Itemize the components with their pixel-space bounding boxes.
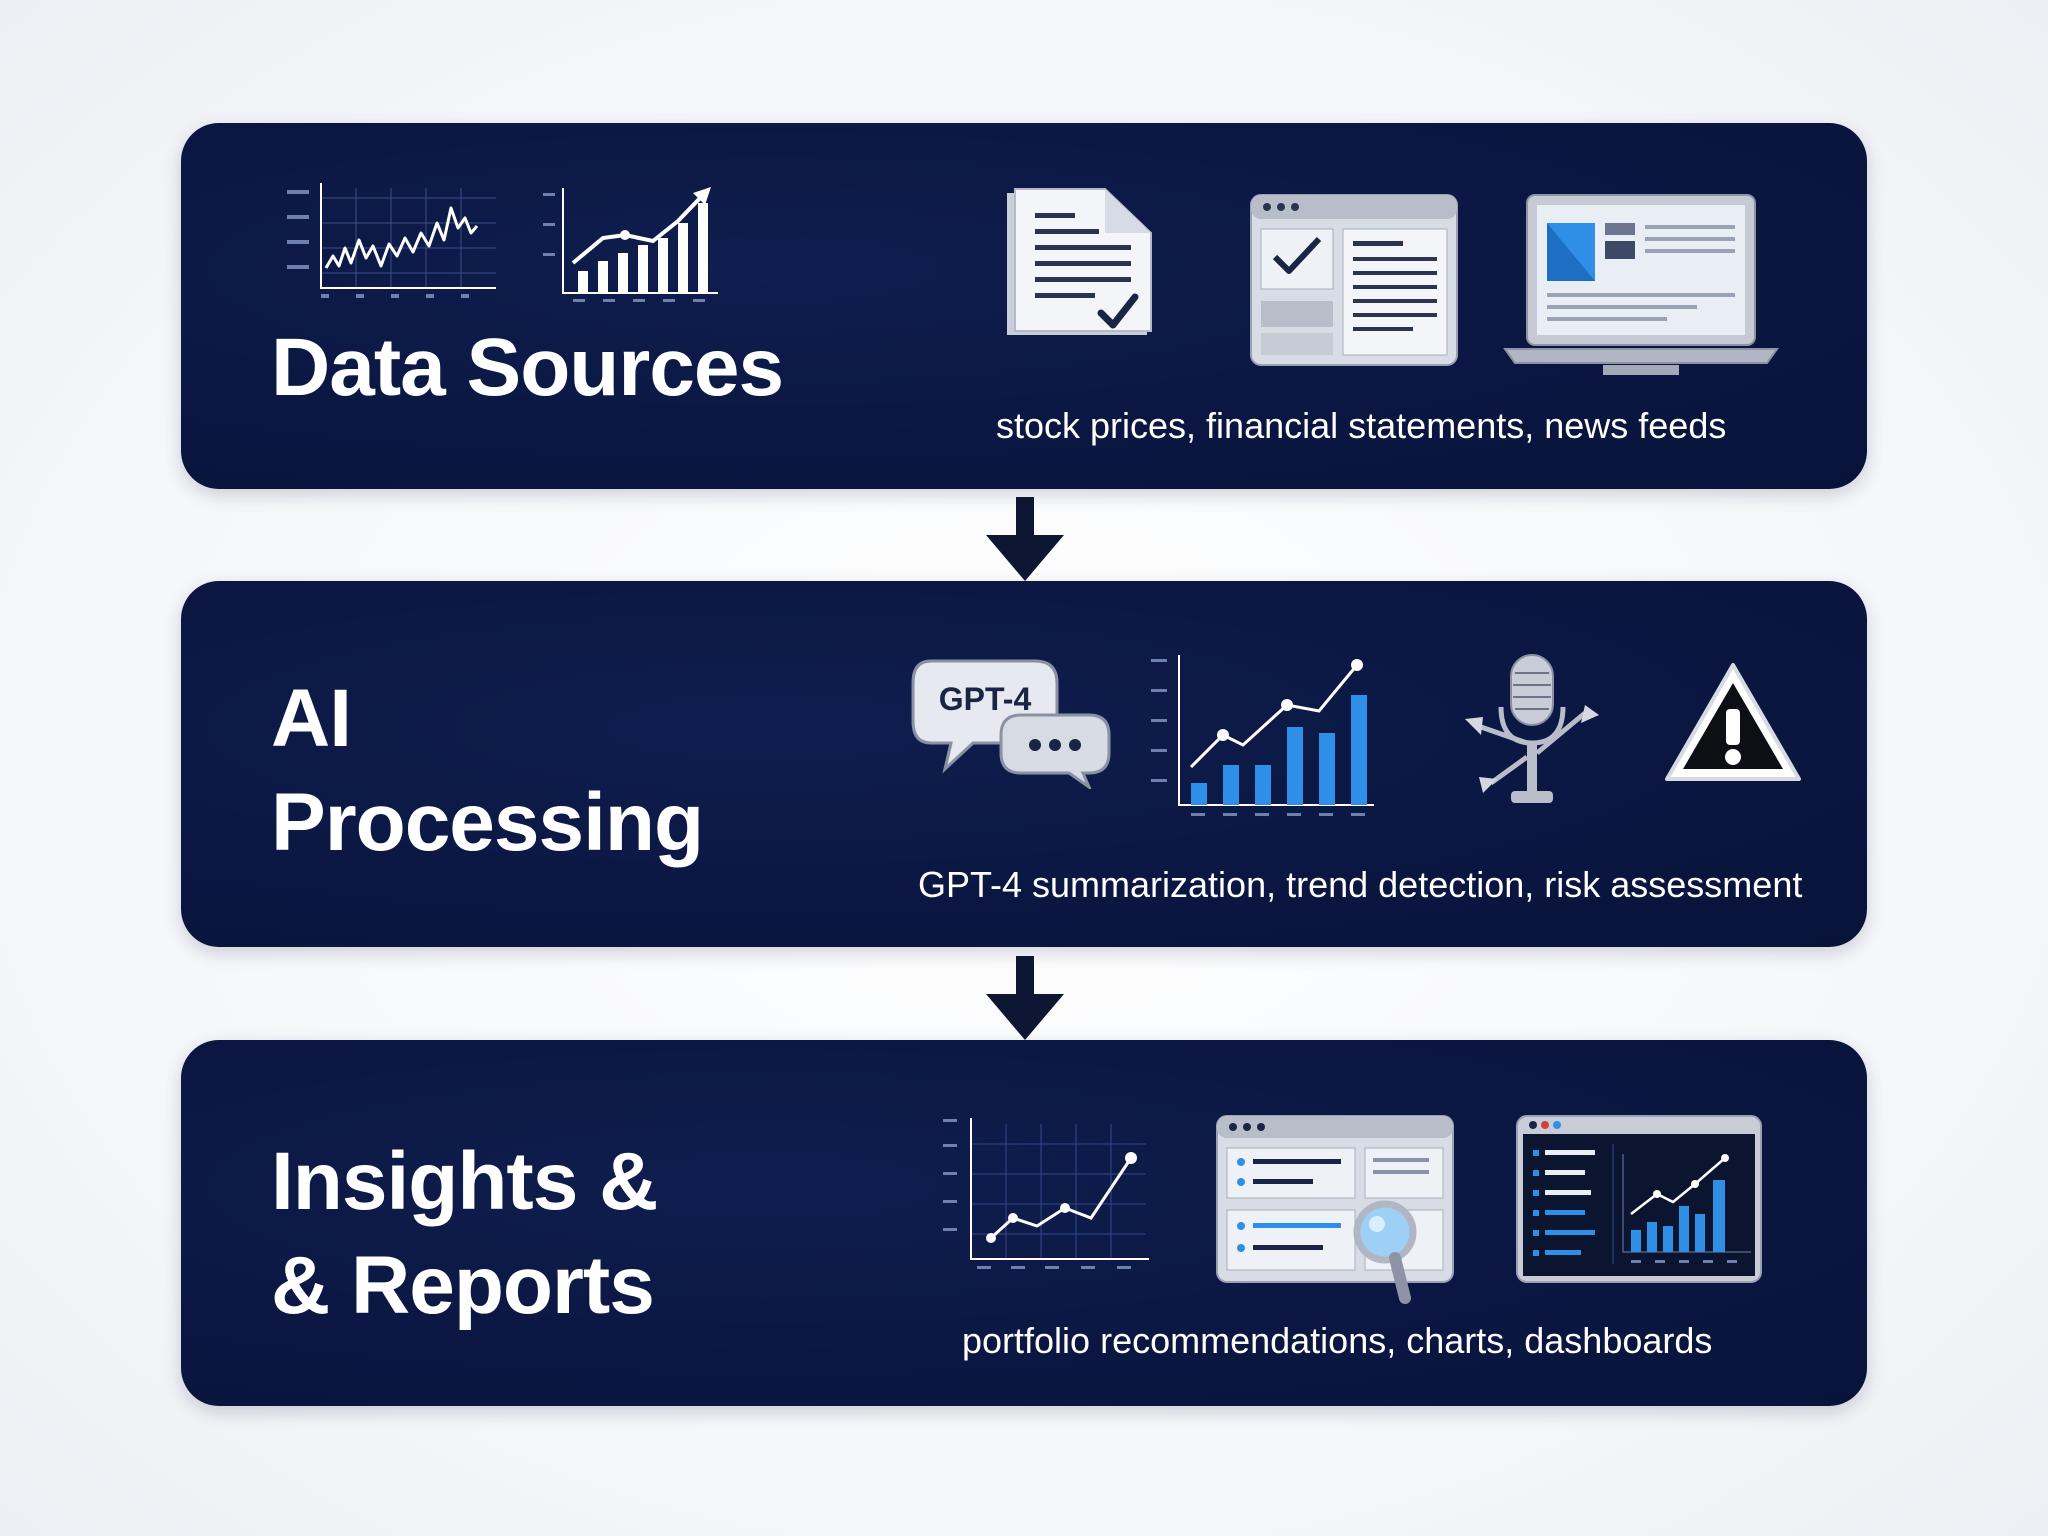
chat-bubbles-icon: GPT-4 bbox=[911, 659, 1111, 789]
stage-data-sources: Data Sources bbox=[181, 123, 1867, 489]
microphone-icon bbox=[1465, 654, 1599, 803]
line-chart-icon bbox=[943, 1118, 1149, 1269]
stage-caption: portfolio recommendations, charts, dashb… bbox=[962, 1320, 1713, 1361]
trend-bar-chart-icon bbox=[1151, 655, 1374, 816]
stage-caption: stock prices, financial statements, news… bbox=[996, 405, 1727, 446]
warning-icon bbox=[1665, 663, 1801, 781]
stage-ai-processing: AI Processing GPT-4 bbox=[181, 581, 1867, 947]
stage-title: AI Processing bbox=[271, 673, 704, 868]
line-chart-icon bbox=[287, 183, 496, 298]
report-search-icon bbox=[1216, 1115, 1454, 1304]
stage-title: Insights & & Reports bbox=[271, 1136, 658, 1331]
gpt4-bubble-label: GPT-4 bbox=[938, 681, 1032, 717]
arrow-down-icon bbox=[986, 497, 1064, 581]
stage-caption: GPT-4 summarization, trend detection, ri… bbox=[918, 864, 1803, 905]
bar-chart-up-icon bbox=[543, 187, 718, 302]
document-check-icon bbox=[1007, 188, 1152, 335]
laptop-icon bbox=[1503, 194, 1779, 375]
arrow-down-icon bbox=[986, 956, 1064, 1040]
stage-title: Data Sources bbox=[271, 322, 784, 413]
stage-insights-reports: Insights & & Reports bbox=[181, 1040, 1867, 1406]
dashboard-icon bbox=[1516, 1115, 1762, 1283]
browser-window-icon bbox=[1250, 194, 1458, 366]
